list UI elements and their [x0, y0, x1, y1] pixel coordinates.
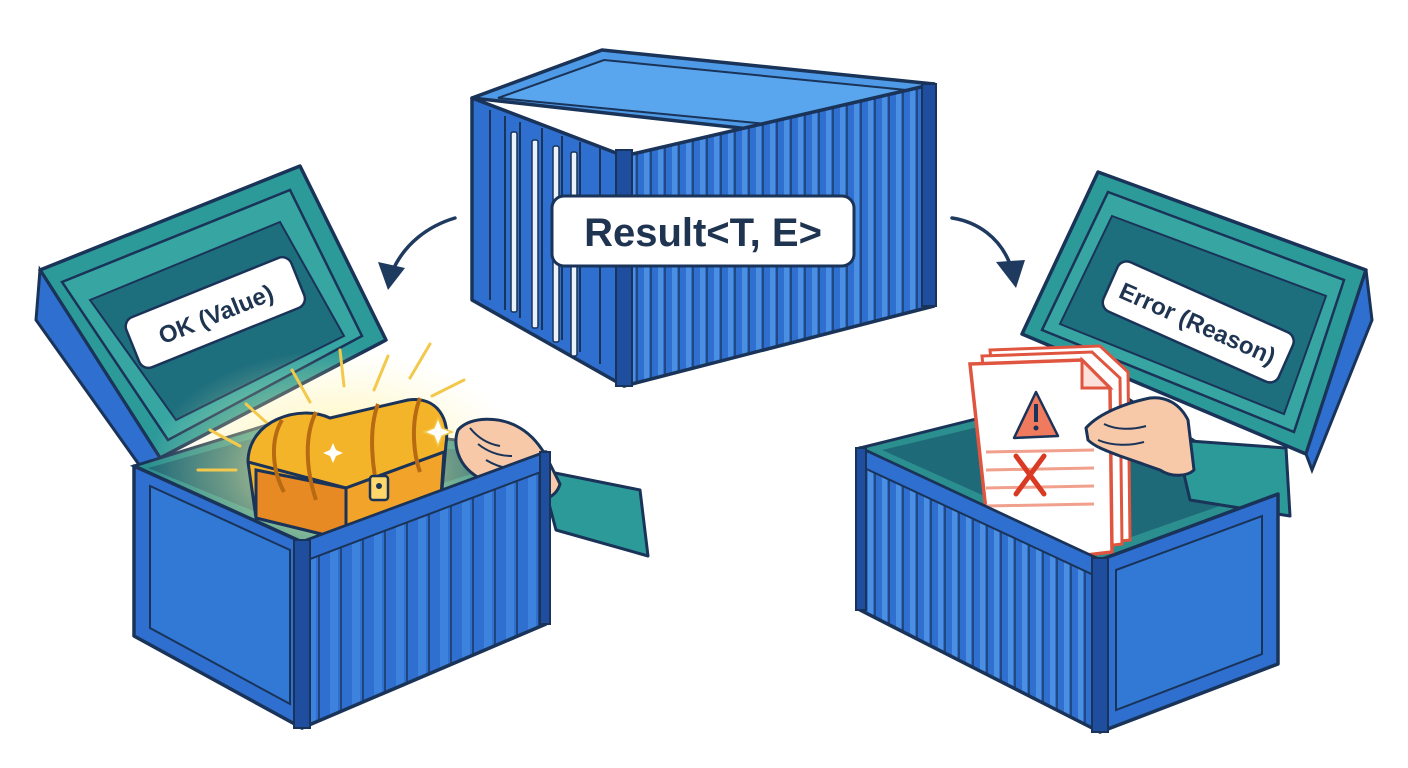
hand-holding-icon — [1084, 396, 1292, 518]
result-container: Result<T, E> — [470, 48, 937, 388]
sparkle-rays — [196, 342, 466, 472]
error-container: Error (Reason) — [855, 170, 1374, 734]
ok-container: OK (Value) — [34, 164, 650, 730]
result-label-text: Result<T, E> — [584, 211, 822, 255]
result-label: Result<T, E> — [550, 194, 856, 268]
arrow-to-ok — [378, 216, 457, 290]
arrow-to-error — [950, 216, 1025, 288]
error-document-icon — [968, 344, 1132, 568]
